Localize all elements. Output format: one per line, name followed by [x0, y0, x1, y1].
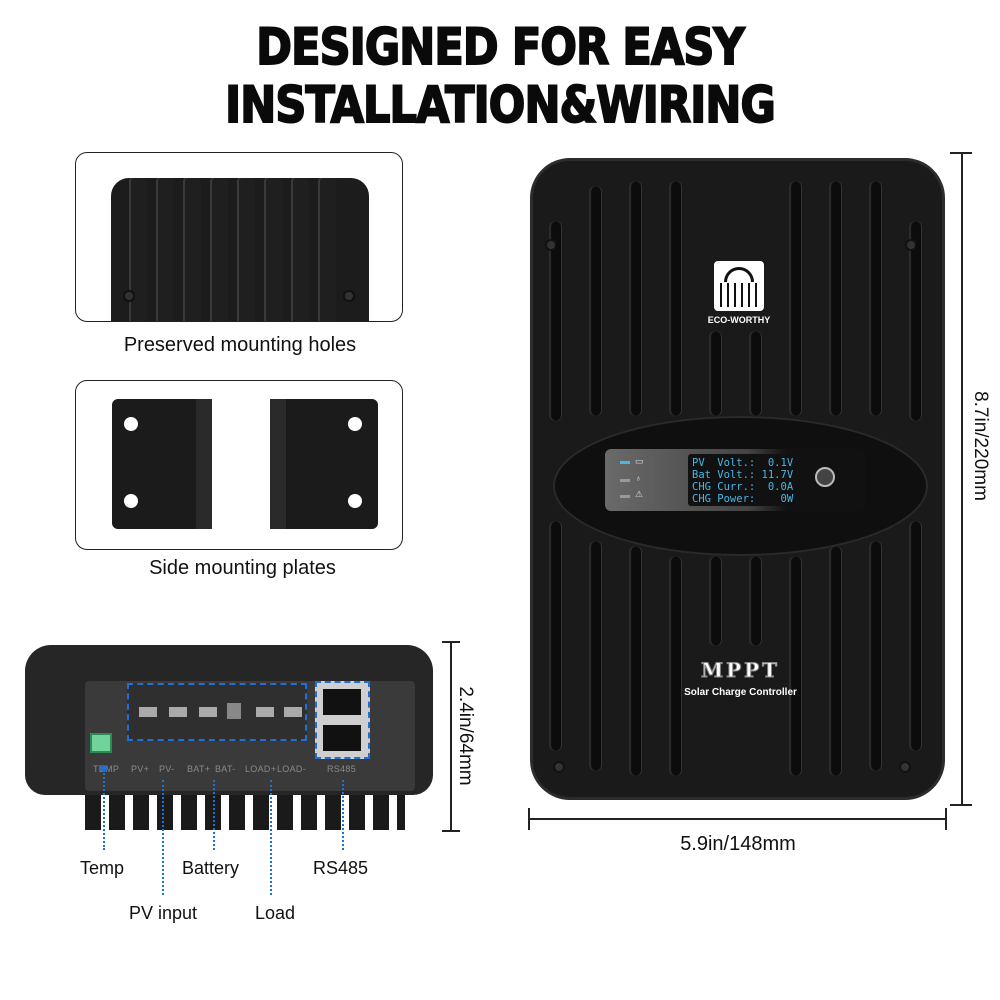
caption-mounting-plates: Side mounting plates	[149, 557, 336, 579]
label-pv-input: PV input	[129, 903, 198, 923]
mounting-plate-image	[270, 399, 378, 529]
label-temp: Temp	[80, 858, 125, 878]
front-width-label: 5.9in/148mm	[680, 833, 796, 855]
front-height-dimension-line	[961, 152, 963, 805]
mounting-plate-image	[112, 399, 212, 529]
temp-port	[90, 733, 112, 753]
display-bezel: ▭ ♁ ⚠ PV Volt.: 0.1V Bat Volt.: 11.7V CH…	[605, 449, 865, 511]
load-led	[620, 479, 630, 482]
front-height-label: 8.7in/220mm	[970, 391, 991, 501]
menu-button[interactable]	[815, 467, 835, 487]
screen-bat-volt: Bat Volt.: 11.7V	[692, 469, 794, 481]
port-label-pv-minus: PV-	[159, 764, 175, 774]
mounting-hole	[343, 290, 355, 302]
port-label-rs485: RS485	[327, 764, 357, 774]
label-rs485: RS485	[313, 858, 369, 878]
port-label-bat-minus: BAT-	[215, 764, 236, 774]
height-dimension-line	[450, 641, 452, 831]
model-name: MPPT	[700, 658, 781, 683]
caption-mounting-holes: Preserved mounting holes	[123, 334, 357, 356]
mounting-hole	[123, 290, 135, 302]
side-height-label: 2.4in/64mm	[455, 686, 476, 786]
screen-pv-volt: PV Volt.: 0.1V	[692, 457, 794, 469]
controller-side-view: TEMP PV+ PV- BAT+ BAT- LOAD+ LOAD- RS485	[25, 645, 433, 830]
page-title: DESIGNED FOR EASY INSTALLATION&WIRING	[224, 17, 776, 135]
brand-name: ECO-WORTHY	[707, 315, 771, 325]
rs485-ports	[315, 681, 370, 759]
product-subtitle: Solar Charge Controller	[684, 687, 797, 698]
fault-led	[620, 495, 630, 498]
charging-led	[620, 461, 630, 464]
mounting-plates-panel	[75, 380, 403, 550]
brand-logo	[714, 261, 764, 311]
label-load: Load	[255, 903, 296, 923]
screen-chg-power: CHG Power: 0W	[692, 493, 794, 505]
port-label-load-plus: LOAD+	[245, 764, 277, 774]
bulb-icon: ♁	[635, 473, 642, 483]
mounting-holes-panel	[75, 152, 403, 322]
front-width-dimension-line	[528, 818, 946, 820]
port-label-bat-plus: BAT+	[187, 764, 211, 774]
warning-icon: ⚠	[635, 489, 644, 499]
label-battery: Battery	[182, 858, 240, 878]
port-label-load-minus: LOAD-	[277, 764, 307, 774]
controller-front-view: ECO-WORTHY ▭ ♁ ⚠ PV Volt.: 0.1V Bat Volt…	[530, 158, 945, 800]
port-label-pv-plus: PV+	[131, 764, 150, 774]
battery-icon: ▭	[635, 456, 644, 466]
terminal-block	[127, 683, 307, 741]
controller-back-image	[111, 178, 369, 321]
screen-chg-curr: CHG Curr.: 0.0A	[692, 481, 794, 493]
lcd-screen: PV Volt.: 0.1V Bat Volt.: 11.7V CHG Curr…	[688, 454, 794, 506]
